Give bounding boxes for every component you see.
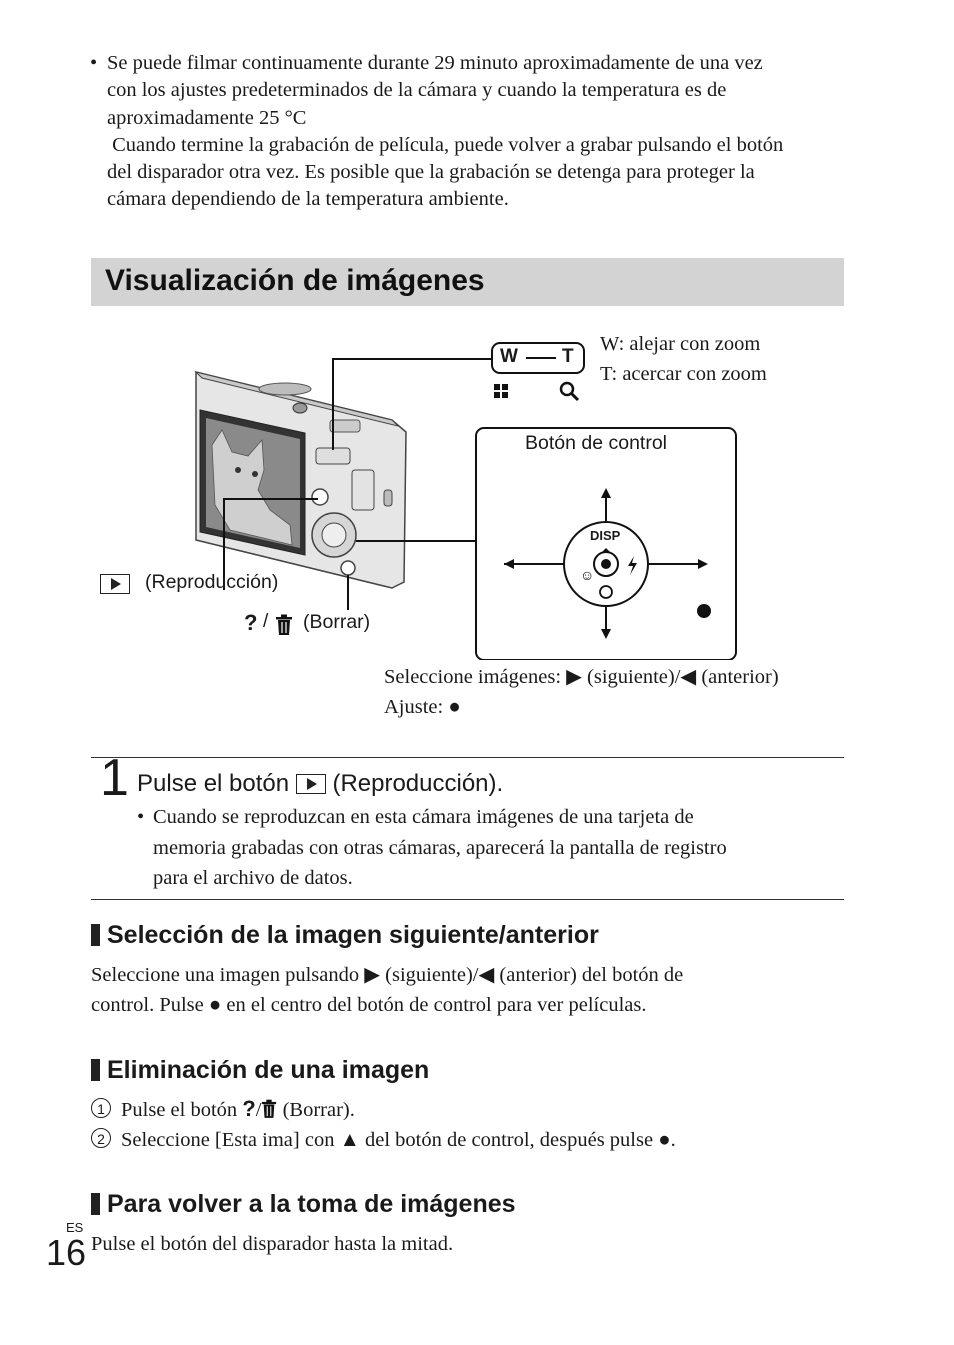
center-dot-icon: ● [658,1129,671,1151]
camera-illustration [194,371,407,589]
intro-line: cámara dependiendo de la temperatura amb… [107,188,509,211]
step-circle-number: 2 [91,1128,111,1148]
next-label: (siguiente)/ [581,666,681,688]
next-prev-paragraph: Seleccione una imagen pulsando ▶ (siguie… [91,960,851,1020]
center-dot-icon: ● [448,696,461,718]
subheading-delete: Eliminación de una imagen [91,1056,429,1085]
left-arrow-icon: ◀ [478,964,495,986]
step-bottom-rule [91,899,844,900]
select-caption-text: Seleccione imágenes: [384,666,567,688]
subheading-return-shooting: Para volver a la toma de imágenes [91,1190,516,1219]
subheading-text: Eliminación de una imagen [107,1056,430,1084]
text: Pulse el botón [121,1099,243,1121]
text: (Borrar). [277,1099,355,1121]
zoom-w-letter: W [500,346,518,367]
text: (siguiente)/ [380,964,479,986]
list-item: 2 Seleccione [Esta ima] con ▲ del botón d… [91,1125,851,1155]
section-heading-band: Visualización de imágenes [91,258,844,306]
subheading-text: Para volver a la toma de imágenes [107,1190,516,1218]
zoom-w-label: W: alejar con zoom [600,333,761,355]
control-button-label: Botón de control [525,432,668,454]
right-arrow-icon: ▶ [364,964,381,986]
help-icon: ? [242,1096,256,1121]
intro-line: aproximadamente 25 °C [107,106,307,129]
control-wheel: ☺ [504,488,711,639]
disp-label: DISP [590,528,621,543]
bullet: • [137,806,145,828]
text: Seleccione una imagen pulsando [91,964,365,986]
intro-line: del disparador otra vez. Es posible que … [107,161,755,184]
slash-separator: / [263,611,269,632]
step-title: Pulse el botón (Reproducción). [137,770,503,798]
step-note-line: para el archivo de datos. [153,867,353,889]
subheading-text: Selección de la imagen siguiente/anterio… [107,921,599,949]
text: . [670,1129,676,1151]
step-top-rule [91,757,844,758]
text: control. Pulse [91,994,209,1016]
intro-line: Se puede filmar continuamente durante 29… [107,52,763,74]
section-title: Visualización de imágenes [105,264,485,297]
help-icon: ? [244,610,258,635]
step-circle-number: 1 [91,1098,111,1118]
text: del botón de control, después pulse [359,1129,659,1151]
text: Seleccione [Esta ima] con [121,1129,340,1151]
return-shooting-text: Pulse el botón del disparador hasta la m… [91,1233,454,1255]
paragraph-line: control. Pulse ● en el centro del botón … [91,990,851,1020]
intro-line: Cuando termine la grabación de película,… [107,133,784,156]
step-note-line: memoria grabadas con otras cámaras, apar… [153,836,727,859]
leader-lines [223,358,701,611]
trash-icon [276,614,292,635]
zoom-t-letter: T [562,346,574,367]
intro-line: con los ajustes predeterminados de la cá… [107,79,727,102]
text: en el centro del botón de control para v… [221,994,647,1016]
heading-marker-icon [91,924,100,946]
step-number: 1 [100,749,129,807]
ajuste-caption: Ajuste: ● [384,692,461,722]
delete-label: (Borrar) [303,611,371,633]
heading-marker-icon [91,1059,100,1081]
svg-text:☺: ☺ [580,567,594,583]
zoom-t-label: T: acercar con zoom [600,363,767,385]
heading-marker-icon [91,1193,100,1215]
zoom-lever-icon [491,342,585,402]
text: (anterior) del botón de [494,964,684,986]
ajuste-text: Ajuste: [384,696,449,718]
camera-diagram: ☺ [194,342,737,660]
paragraph-line: Seleccione una imagen pulsando ▶ (siguie… [91,960,851,990]
page-language: ES [66,1220,84,1235]
prev-label: (anterior) [696,666,779,688]
select-images-caption: Seleccione imágenes: ▶ (siguiente)/◀ (an… [384,662,779,692]
playback-icon [295,774,326,794]
step-title-post: (Reproducción). [325,770,504,797]
trash-icon [262,1099,277,1118]
step-note-line: Cuando se reproduzcan en esta cámara imá… [153,806,694,828]
playback-label: (Reproducción) [145,571,279,593]
bullet: • [90,52,98,74]
center-dot-icon: ● [208,994,222,1016]
up-arrow-icon: ▲ [339,1129,360,1151]
left-arrow-icon: ◀ [680,666,697,688]
step-title-pre: Pulse el botón [137,770,296,797]
page-number: 16 [46,1232,87,1273]
intro-note: • Se puede filmar continuamente durante … [90,50,850,214]
step-note: • Cuando se reproduzcan en esta cámara i… [137,802,837,894]
right-arrow-icon: ▶ [566,666,582,688]
subheading-next-prev: Selección de la imagen siguiente/anterio… [91,921,599,950]
playback-icon [100,574,130,596]
